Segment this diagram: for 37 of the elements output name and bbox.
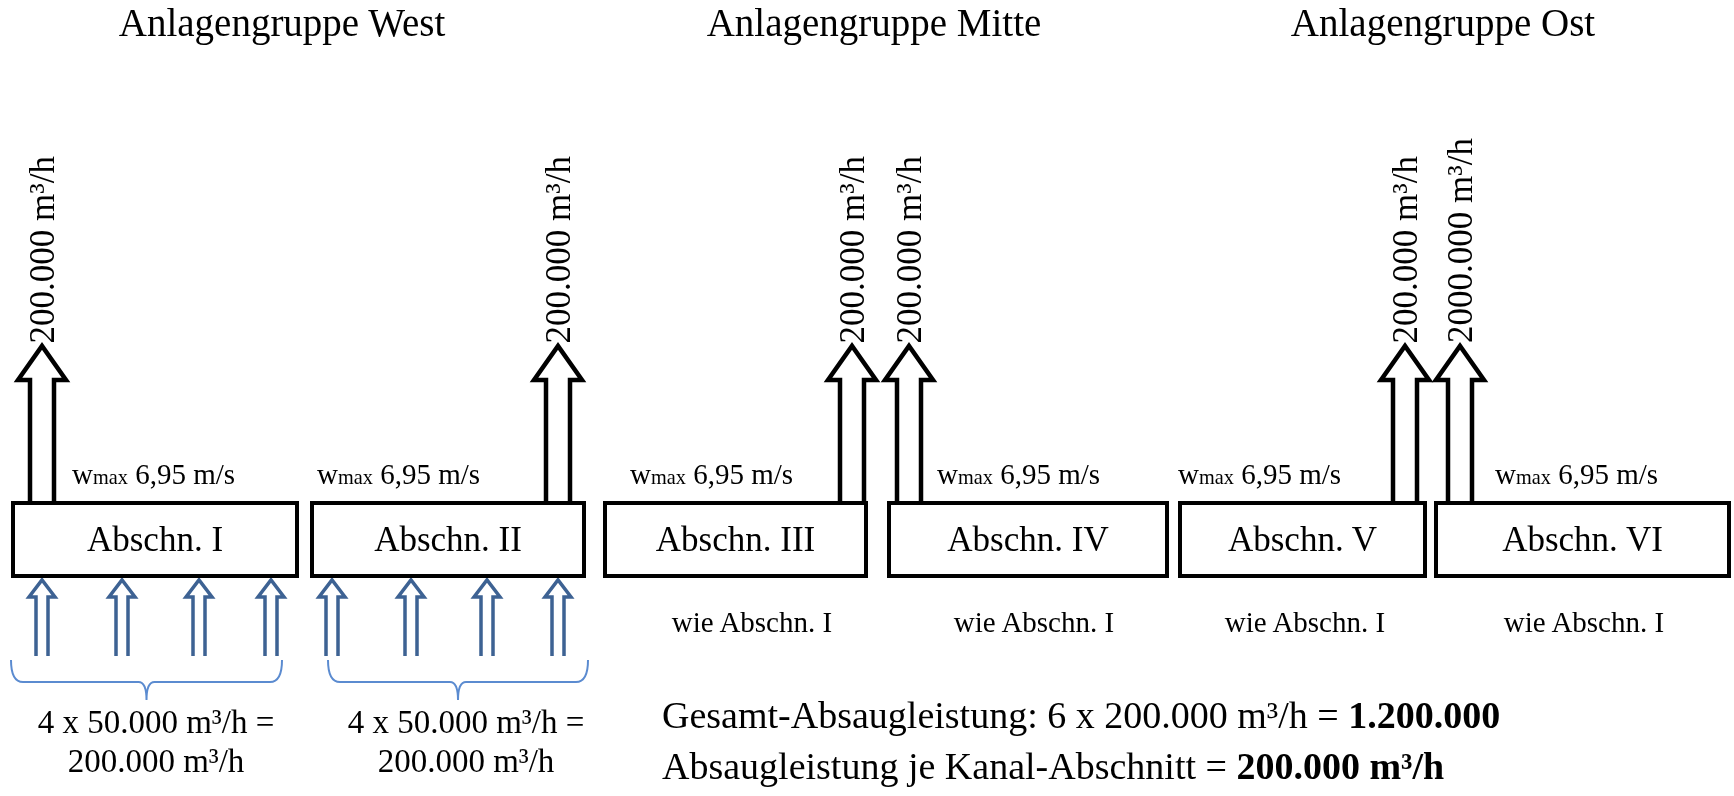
- section-box: [887, 501, 1169, 578]
- section-box: [310, 501, 586, 578]
- inflow-arrow: [541, 577, 575, 658]
- note-label: wie Abschn. I: [671, 606, 833, 639]
- section-label: Abschn. II: [374, 519, 522, 560]
- flow-sum-label: 4 x 50.000 m³/h = 200.000 m³/h: [36, 703, 276, 781]
- section-box: [1434, 501, 1731, 578]
- flow-rate-label: 200.000 m³/h: [1387, 155, 1423, 343]
- inflow-arrow: [254, 577, 288, 658]
- flow-rate-label: 200.000 m³/h: [540, 155, 576, 343]
- inflow-arrow: [315, 577, 349, 658]
- section-label: Abschn. IV: [947, 519, 1109, 560]
- group-title: Anlagengruppe Ost: [1290, 0, 1596, 45]
- total-capacity-note: Gesamt-Absaugleistung: 6 x 200.000 m³/h = 1.200.000: [662, 693, 1501, 737]
- flow-rate-label: 200.000 m³/h: [891, 155, 927, 343]
- section-box: [603, 501, 868, 578]
- flow-sum-label: 4 x 50.000 m³/h = 200.000 m³/h: [346, 703, 586, 781]
- inflow-arrow: [105, 577, 139, 658]
- group-title: Anlagengruppe West: [118, 0, 446, 45]
- inflow-arrow: [182, 577, 216, 658]
- section-label: Abschn. III: [655, 519, 816, 560]
- section-label: Abschn. I: [86, 519, 224, 560]
- section-capacity-note: Absaugleistung je Kanal-Abschnitt = 200.000 m³/h: [662, 744, 1445, 788]
- section-box: [11, 501, 299, 578]
- flow-rate-label: 200.000 m³/h: [24, 155, 60, 343]
- inflow-arrow: [470, 577, 504, 658]
- note-label: wie Abschn. I: [1224, 606, 1386, 639]
- section-box: [1178, 501, 1427, 578]
- flow-rate-label: 200.000 m³/h: [834, 155, 870, 343]
- inflow-arrow: [25, 577, 59, 658]
- group-title: Anlagengruppe Mitte: [706, 0, 1042, 45]
- flow-rate-label: 2000.000 m³/h: [1442, 138, 1478, 343]
- note-label: wie Abschn. I: [953, 606, 1115, 639]
- section-label: Abschn. VI: [1502, 519, 1663, 560]
- inflow-arrow: [394, 577, 428, 658]
- note-label: wie Abschn. I: [1503, 606, 1665, 639]
- section-label: Abschn. V: [1227, 519, 1378, 560]
